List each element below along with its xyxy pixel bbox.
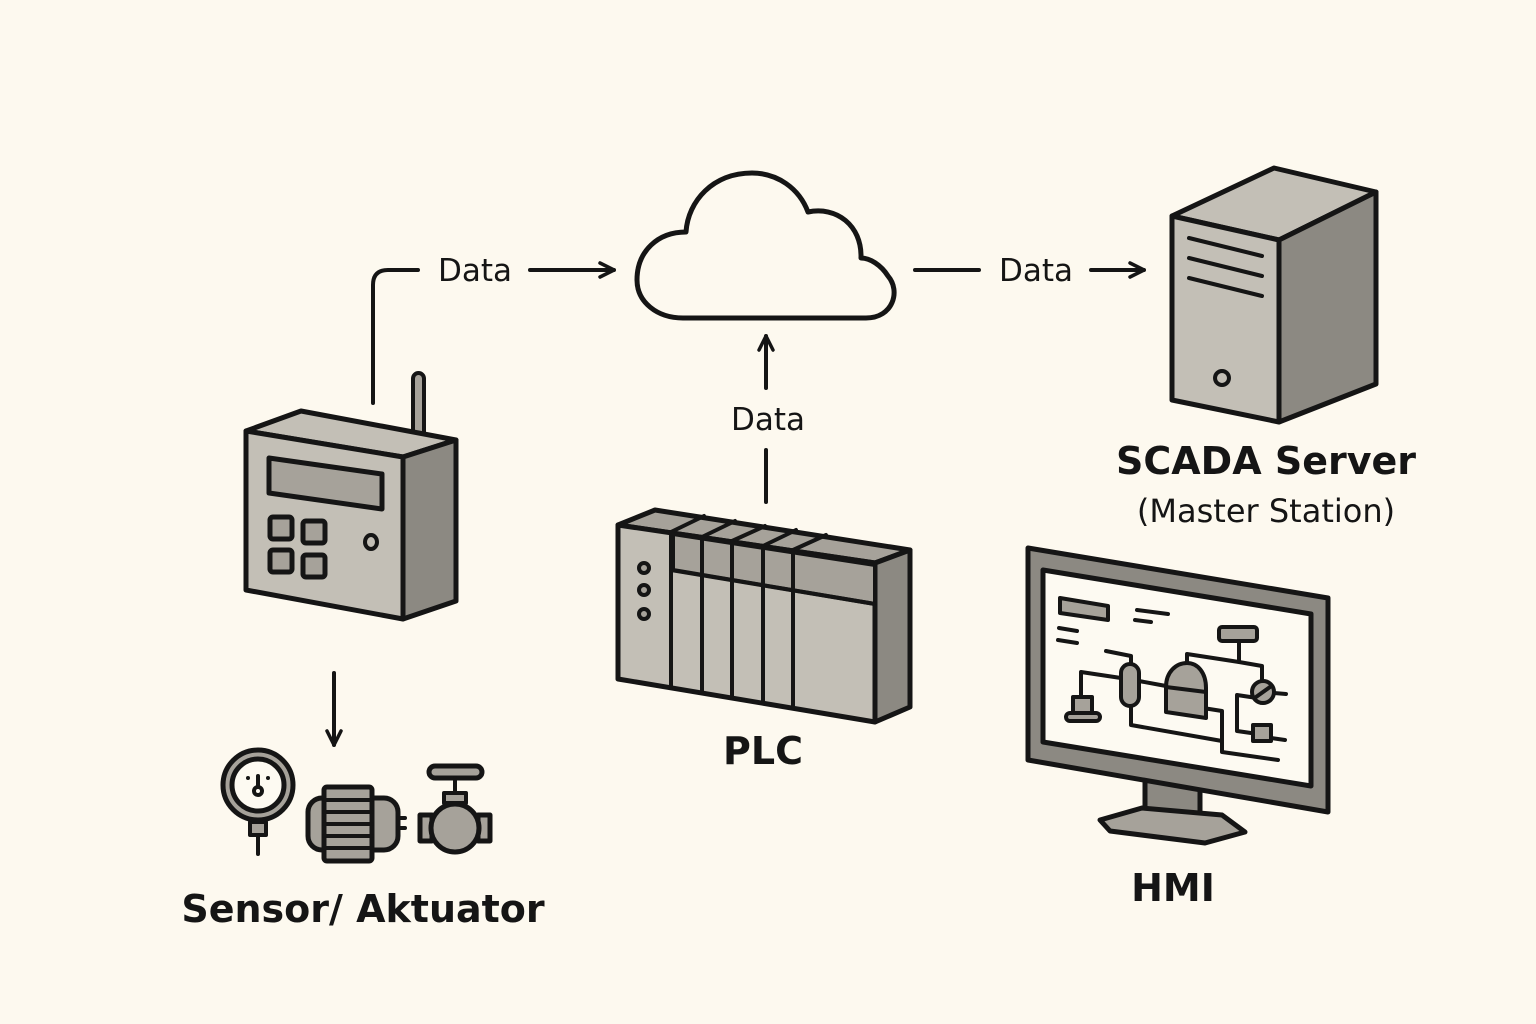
valve-icon bbox=[417, 763, 493, 855]
hmi-label: HMI bbox=[1131, 866, 1215, 910]
status-led bbox=[637, 561, 651, 575]
edge-cloud-to-server: Data bbox=[913, 253, 1146, 289]
cloud-node bbox=[634, 170, 897, 321]
scada-server-sublabel: (Master Station) bbox=[1137, 492, 1395, 530]
scada-server-label: SCADA Server bbox=[1116, 439, 1416, 483]
edge-plc-to-cloud: Data bbox=[731, 334, 805, 504]
field-devices-node: Sensor/ Aktuator bbox=[181, 747, 545, 931]
hmi-node: HMI bbox=[1025, 545, 1331, 910]
hmi-column-vessel bbox=[1119, 662, 1141, 708]
lcd-display bbox=[266, 455, 385, 512]
status-led bbox=[637, 607, 651, 621]
keypad-key bbox=[267, 547, 295, 575]
keypad-key bbox=[300, 552, 328, 580]
plc-node: PLC bbox=[615, 507, 913, 773]
edge-label-cloud-server: Data bbox=[999, 253, 1073, 289]
cloud-icon bbox=[634, 170, 897, 321]
keypad-key bbox=[300, 518, 328, 546]
field-devices-label: Sensor/ Aktuator bbox=[181, 887, 545, 931]
plc-label: PLC bbox=[723, 729, 803, 773]
edge-label-rtu-cloud: Data bbox=[438, 253, 512, 289]
rtu-node bbox=[243, 371, 459, 622]
scada-server-node: SCADA Server (Master Station) bbox=[1116, 165, 1416, 530]
indicator-led bbox=[363, 533, 379, 551]
rtu-device-icon bbox=[243, 371, 459, 622]
edge-rtu-to-cloud: Data bbox=[371, 253, 616, 405]
keypad-key bbox=[267, 514, 295, 542]
connector-line bbox=[371, 268, 420, 405]
power-button-icon bbox=[1213, 369, 1231, 387]
pressure-gauge-icon bbox=[220, 747, 296, 856]
plc-rack-icon bbox=[615, 507, 913, 725]
edge-label-plc-cloud: Data bbox=[731, 402, 805, 438]
status-led bbox=[637, 583, 651, 597]
electric-motor-icon bbox=[305, 784, 407, 864]
server-tower-icon bbox=[1169, 165, 1379, 425]
hmi-monitor-icon bbox=[1025, 545, 1331, 846]
